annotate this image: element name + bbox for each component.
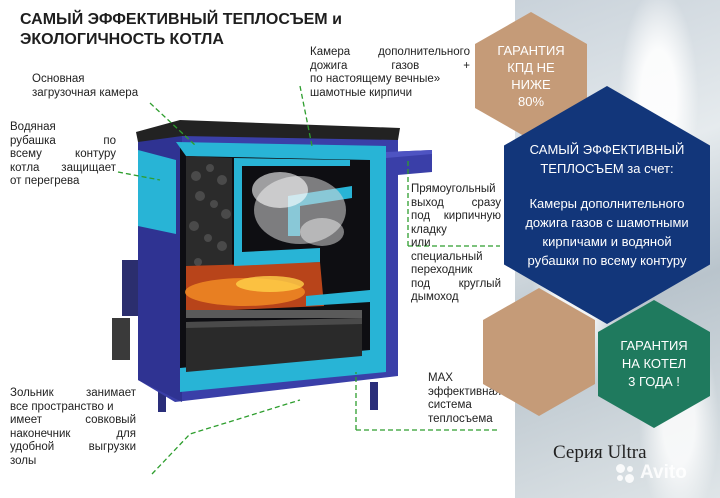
page-title: САМЫЙ ЭФФЕКТИВНЫЙ ТЕПЛОСЪЕМ и ЭКОЛОГИЧНО…	[20, 10, 390, 50]
avito-logo-icon	[614, 462, 636, 484]
label-water-jacket: Водяная рубашка по всему контуру котла з…	[10, 121, 116, 187]
heat-removal-body: Камеры дополнительного дожига газов с ша…	[525, 196, 689, 268]
heat-removal-lead: САМЫЙ ЭФФЕКТИВНЫЙ ТЕПЛОСЪЕМ за счет:	[529, 142, 685, 176]
label-loading-chamber: Основная загрузочная камера	[32, 73, 139, 99]
warranty-badge: ГАРАНТИЯ НА КОТЕЛ 3 ГОДА !	[598, 300, 710, 428]
label-ash-pan: Зольник занимает все пространство и имее…	[10, 387, 136, 467]
title-line-1: САМЫЙ ЭФФЕКТИВНЫЙ ТЕПЛОСЪЕМ и	[20, 11, 342, 28]
decorative-hexagon	[483, 288, 595, 416]
label-afterburn-chamber: Камера дополнительного дожига газов + по…	[310, 46, 470, 99]
avito-watermark: Avito	[614, 462, 687, 484]
title-line-2: ЭКОЛОГИЧНОСТЬ КОТЛА	[20, 31, 224, 48]
label-outlet: Прямоугольный выход сразу под кирпичную …	[411, 183, 501, 303]
label-heat-system: MAX эффективная система теплосъема	[428, 372, 502, 425]
series-name: Серия Ultra	[553, 442, 647, 463]
